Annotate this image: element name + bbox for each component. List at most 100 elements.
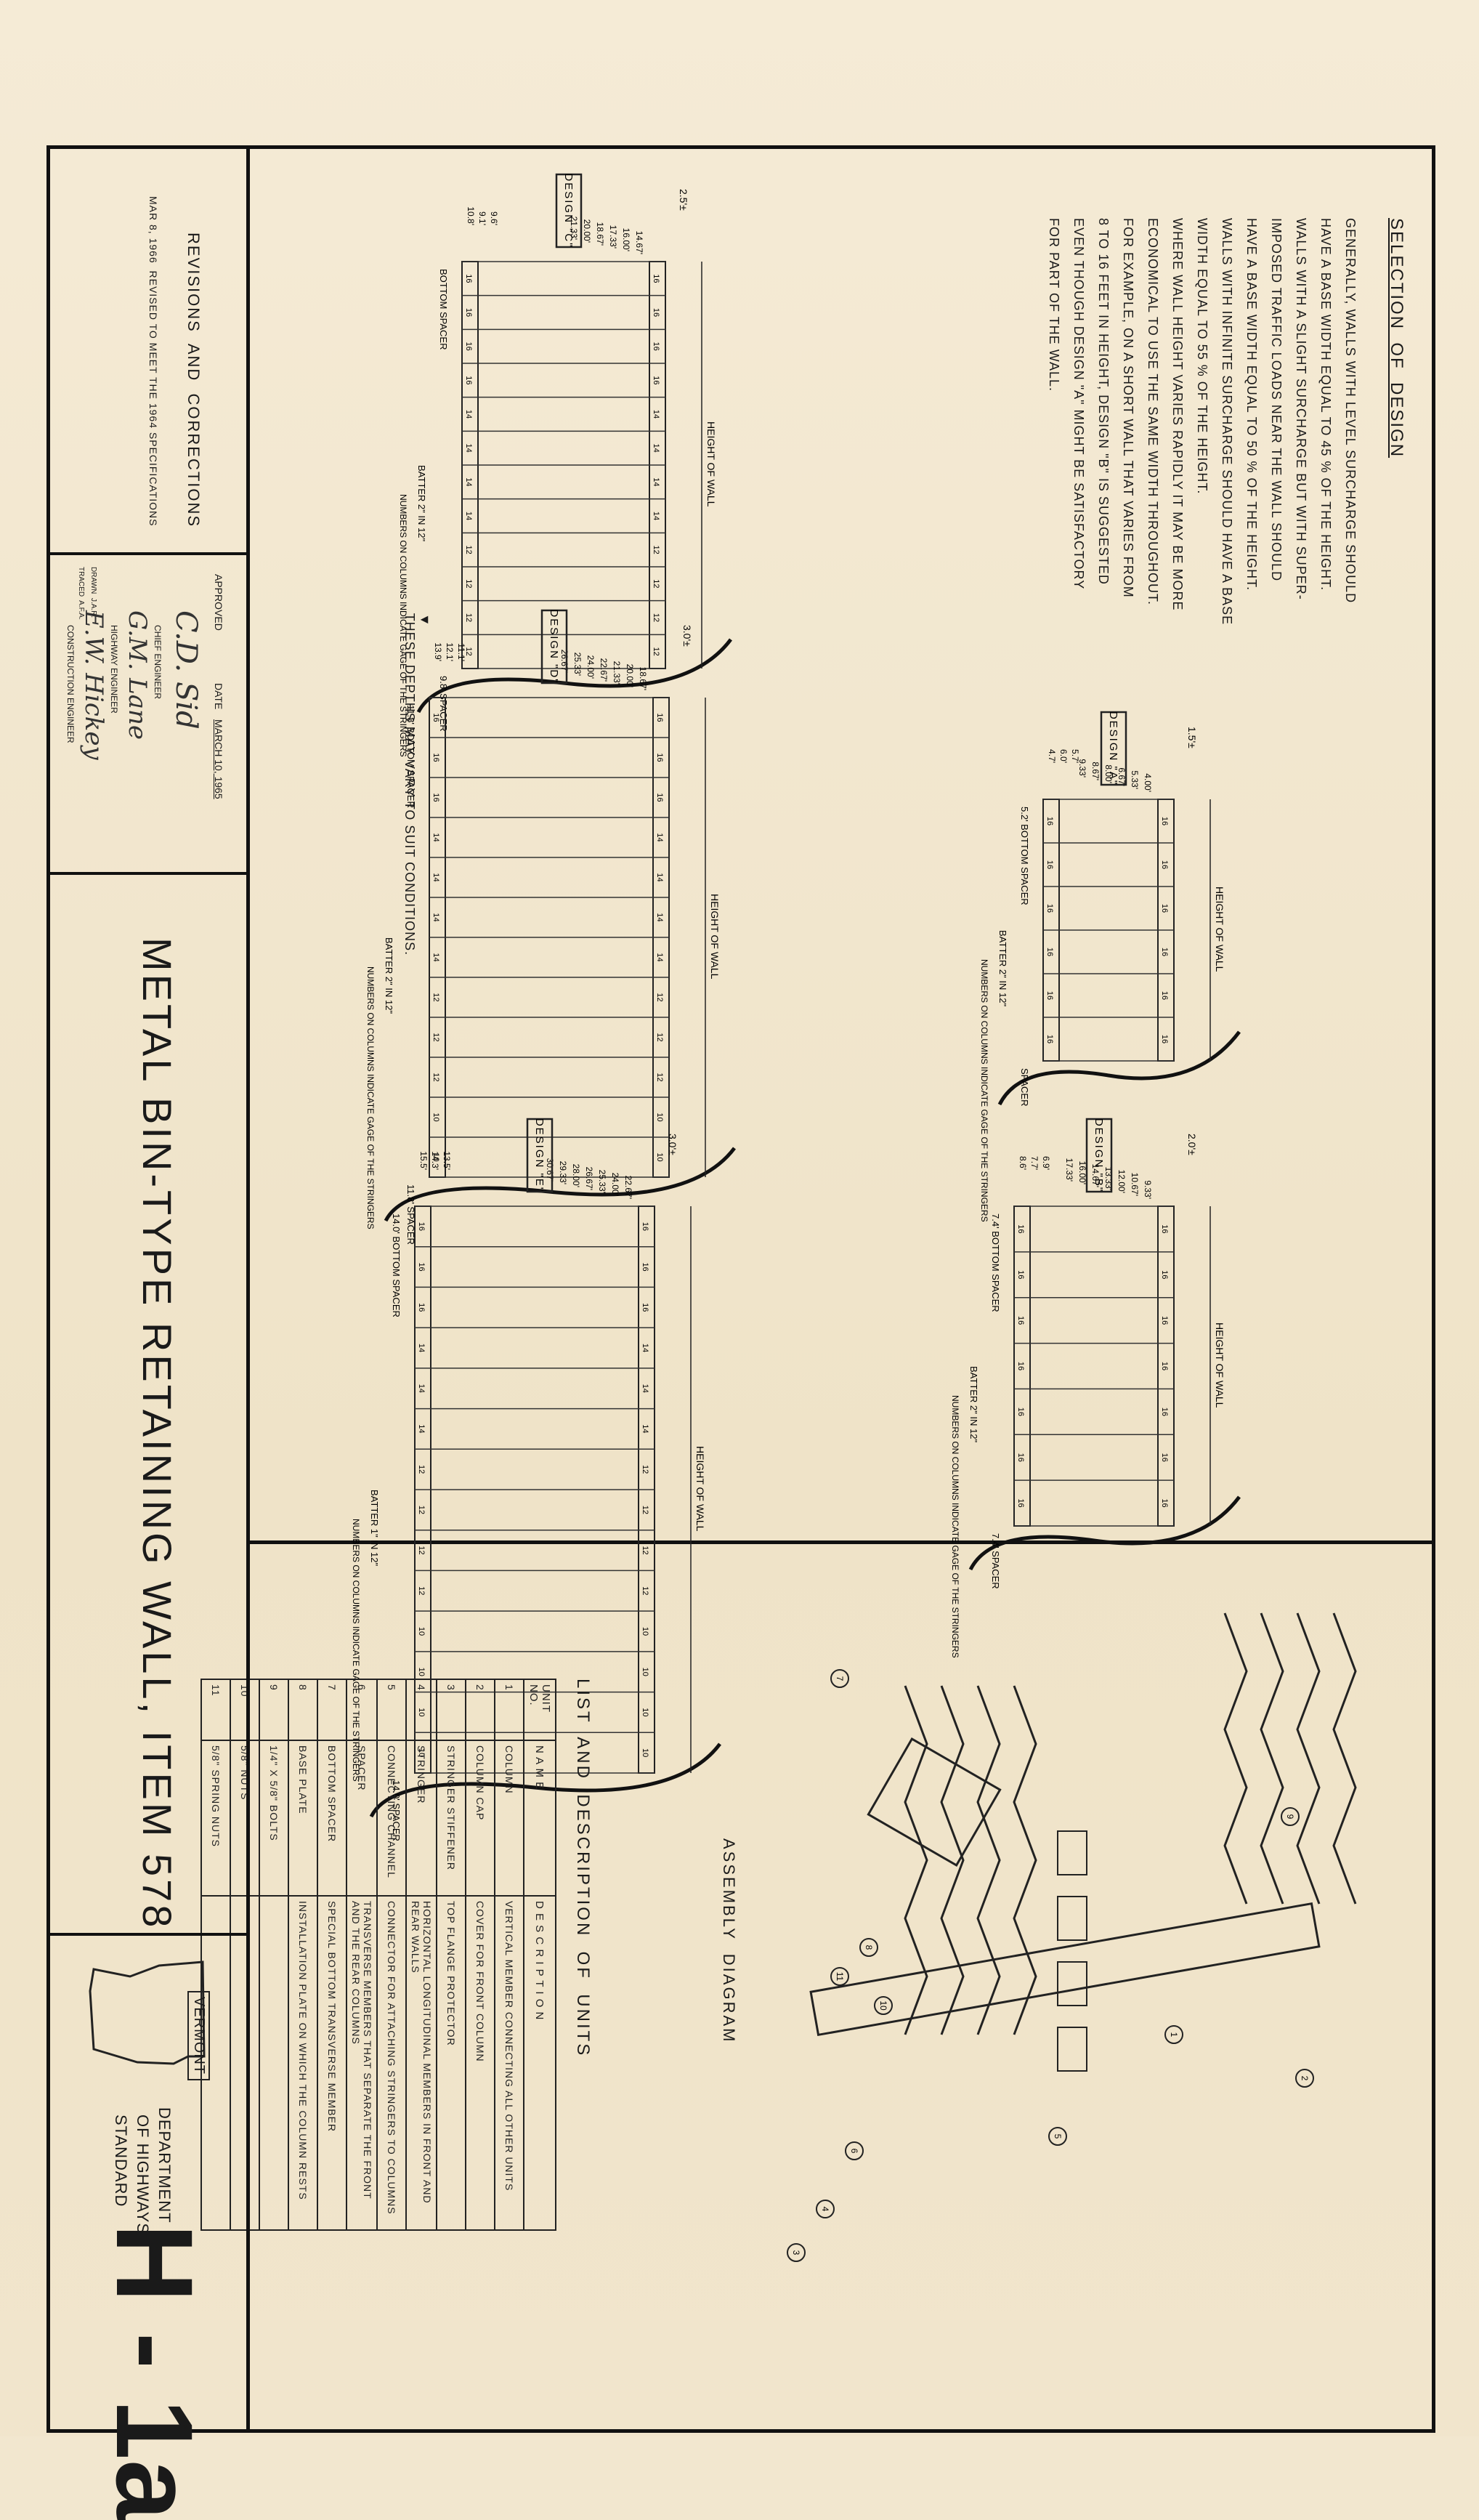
unit-name-cell: STRINGER STIFFENER (437, 1740, 466, 1896)
column-gage-label: 16 (655, 793, 664, 801)
column-gage-label: 16 (1160, 860, 1169, 869)
design-label: DESIGN "C" (562, 173, 575, 248)
column-gage-label: 12 (641, 1465, 649, 1474)
height-value: 22.67' (599, 658, 609, 682)
column-gage-label: 14 (431, 913, 440, 921)
callout-circle (787, 2243, 806, 2262)
height-value: 24.00' (585, 655, 596, 679)
column-gage-label: 14 (464, 410, 473, 419)
height-value: 25.33' (597, 1170, 607, 1193)
column-gage-label: 16 (431, 793, 440, 801)
column-gage-label: 16 (1160, 1224, 1169, 1233)
revisions-heading: REVISIONS AND CORRECTIONS (185, 233, 203, 528)
traced-by: TRACED A.F.A. (77, 567, 85, 620)
column-gage-label: 12 (641, 1586, 649, 1595)
height-value: 28.00' (571, 1164, 581, 1187)
tb-divider-1 (46, 552, 246, 555)
column-gage-label: 16 (1016, 1224, 1025, 1233)
callout-circle (1048, 2127, 1067, 2146)
callout-number: 5 (1053, 2134, 1063, 2139)
dept-line3: STANDARD (112, 2115, 130, 2208)
column-gage-label: 16 (1016, 1362, 1025, 1370)
callout-number: 2 (1300, 2076, 1310, 2081)
column-gage-label: 16 (1016, 1316, 1025, 1325)
unit-name-cell: CONNECTING CHANNEL (377, 1740, 406, 1896)
depth-value: 1.5'± (1186, 727, 1198, 748)
column-gage-label: 16 (1045, 991, 1054, 1000)
base-width-value: 7.7' (1029, 1156, 1040, 1170)
column-gage-label: 16 (1160, 1362, 1169, 1370)
base-plate-part (867, 1737, 1002, 1867)
column-gage-label: 10 (417, 1708, 426, 1716)
gage-note: NUMBERS ON COLUMNS INDICATE GAGE OF THE … (351, 1519, 361, 1782)
batter-label: BATTER 2" IN 12" (384, 937, 394, 1014)
column-gage-label: 12 (417, 1506, 426, 1514)
design-label: DESIGN "D" (548, 609, 560, 684)
date-value: MARCH 10, 1965 (213, 719, 224, 799)
column-gage-label: 12 (652, 647, 660, 656)
height-value: 20.00' (625, 664, 635, 687)
column-gage-label: 16 (1016, 1453, 1025, 1462)
callout-number: 4 (820, 2207, 830, 2212)
column-gage-label: 14 (655, 953, 664, 961)
signature-construction: E.W. Hickey (79, 610, 108, 760)
column-gage-label: 16 (1160, 1316, 1169, 1325)
height-value: 20.00' (582, 219, 592, 243)
column-gage-label: 16 (464, 376, 473, 384)
unit-number-cell: 2 (466, 1679, 495, 1740)
callout-number: 6 (849, 2149, 859, 2154)
callout-number: 8 (864, 1945, 874, 1950)
unit-description-cell: COVER FOR FRONT COLUMN (466, 1896, 495, 2230)
callout-number: 11 (835, 1972, 845, 1982)
connecting-channel-part (1057, 1961, 1087, 2006)
arrow-down-icon: ▼ (418, 613, 432, 627)
column-gage-label: 12 (652, 613, 660, 622)
column-gage-label: 14 (464, 444, 473, 453)
callout-circle (845, 2141, 864, 2160)
drawn-by: DRAWN J.A.R. (89, 567, 97, 618)
column-gage-label: 16 (641, 1303, 649, 1312)
drawing-title: METAL BIN-TYPE RETAINING WALL, ITEM 578 (134, 937, 180, 1931)
stringer-part (940, 1685, 965, 2035)
column-gage-label: 16 (464, 308, 473, 317)
batter-label: BATTER 2" IN 12" (416, 465, 427, 541)
design-label-box (540, 609, 568, 684)
column-gage-label: 12 (655, 993, 664, 1001)
callout-circle (1281, 1807, 1300, 1826)
height-value: 22.67' (623, 1176, 633, 1199)
unit-number-cell: 1 (495, 1679, 524, 1740)
height-value: 5.33' (1130, 770, 1140, 789)
unit-description-cell: INSTALLATION PLATE ON WHICH THE COLUMN R… (288, 1896, 317, 2230)
height-value: 16.00' (621, 228, 631, 251)
unit-description-cell (259, 1896, 288, 2230)
assembly-heading: ASSEMBLY DIAGRAM (720, 1838, 738, 2044)
stringer-part (1223, 1612, 1248, 1905)
dept-state: VERMONT (187, 1991, 210, 2080)
column-gage-label: 12 (417, 1586, 426, 1595)
unit-description-cell: TOP FLANGE PROTECTOR (437, 1896, 466, 2230)
design-label: DESIGN "A" (1107, 711, 1119, 786)
column-gage-label: 16 (641, 1222, 649, 1231)
base-width-value: 6.9' (1041, 1156, 1051, 1170)
units-table-heading: LIST AND DESCRIPTION OF UNITS (573, 1679, 593, 2058)
column-gage-label: 14 (417, 1384, 426, 1393)
height-value: 12.00' (1117, 1170, 1127, 1193)
column-gage-label: 10 (431, 1112, 440, 1121)
height-value: 16.00' (1077, 1161, 1087, 1184)
column-gage-label: 14 (652, 512, 660, 520)
column-gage-label: 14 (652, 410, 660, 419)
spacer-label: 7.4' SPACER (990, 1533, 1001, 1589)
base-width-value: 4.7' (1047, 749, 1057, 763)
column-gage-label: 12 (464, 579, 473, 588)
base-width-value: 11.1' (456, 643, 466, 661)
spacer-label: 11.8' SPACER (405, 1184, 416, 1245)
bottom-spacer-label: 11.8' BOTTOM SPACER (405, 705, 416, 808)
column-gage-label: 16 (431, 713, 440, 722)
column-gage-label: 16 (1016, 1408, 1025, 1416)
unit-number-cell: 3 (437, 1679, 466, 1740)
column-gage-label: 12 (431, 1033, 440, 1041)
drawing-sheet: SELECTION OF DESIGN GENERALLY, WALLS WIT… (46, 145, 1435, 2520)
